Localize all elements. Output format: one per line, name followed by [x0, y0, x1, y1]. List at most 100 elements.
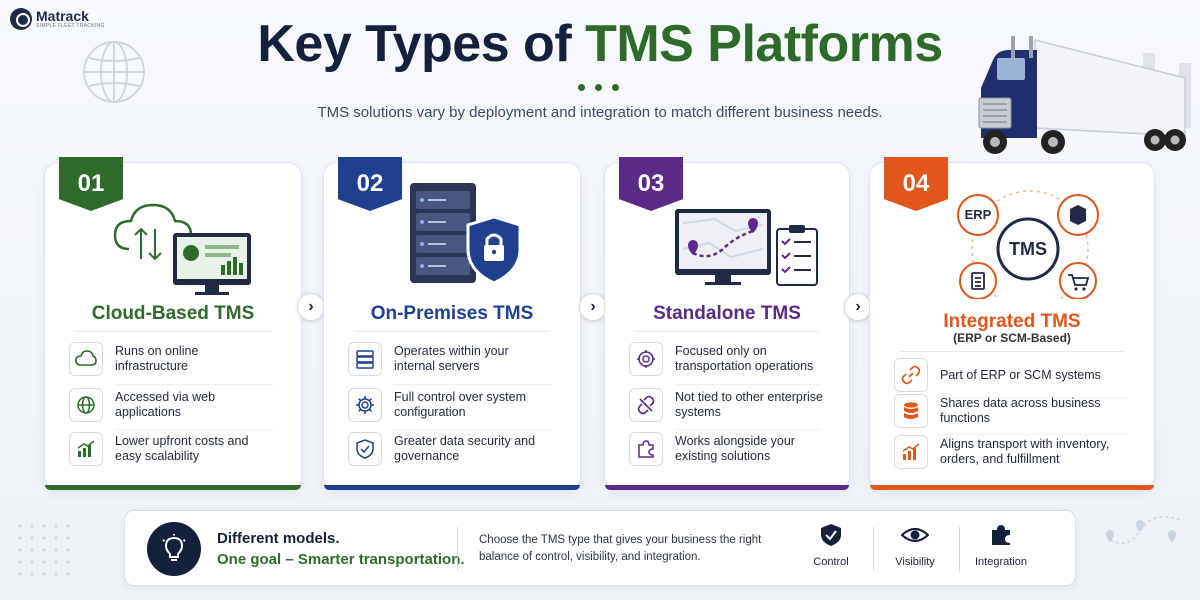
divider [394, 429, 552, 430]
page-title: Key Types of TMS Platforms [0, 14, 1200, 74]
next-arrow-button[interactable]: › [297, 293, 325, 321]
growth-chart-icon [894, 435, 928, 469]
shield-check-icon [821, 524, 841, 546]
database-icon [894, 394, 928, 428]
globe-icon [69, 388, 103, 422]
divider [940, 434, 1126, 435]
feature-text: Full control over system configuration [394, 390, 526, 419]
chevron-right-icon: › [308, 298, 314, 315]
divider [354, 331, 550, 332]
card-on-premises-tms[interactable]: 02 On-Premises TMS Operates within your … [323, 157, 581, 490]
card-number-badge: 02 [338, 157, 402, 211]
pillar-label: Integration [975, 556, 1027, 568]
tms-integration-diagram-icon [957, 190, 1099, 299]
brand-name: Matrack [36, 8, 89, 24]
next-arrow-button[interactable]: › [844, 293, 872, 321]
feature-text: Lower upfront costs and easy scalability [115, 434, 249, 463]
map-route-checklist-illustration-icon [675, 209, 818, 286]
card-title: Integrated TMS [943, 311, 1081, 332]
next-arrow-button[interactable]: › [579, 293, 607, 321]
chevron-right-icon: › [590, 298, 596, 315]
card-title: Standalone TMS [653, 303, 801, 324]
feature-item: Focused only on transportation operation… [629, 337, 833, 381]
dots-decoration [14, 520, 74, 580]
banner-message: Choose the TMS type that gives your busi… [479, 534, 762, 563]
pillar-control: Control [791, 523, 871, 568]
puzzle-icon [629, 432, 663, 466]
feature-text: Shares data across business functions [940, 396, 1101, 425]
divider [675, 429, 821, 430]
page-subtitle: TMS solutions vary by deployment and int… [317, 104, 883, 121]
pillar-visibility: Visibility [875, 523, 955, 568]
feature-item: Works alongside your existing solutions [629, 427, 833, 471]
brand-tagline: SIMPLE FLEET TRACKING [36, 23, 105, 29]
card-accent-bar [870, 485, 1154, 490]
lightbulb-icon [147, 522, 201, 576]
banner-headline-2: One goal – Smarter transportation. [217, 551, 465, 568]
card-title: Cloud-Based TMS [91, 303, 255, 324]
card-accent-bar [324, 485, 580, 490]
broken-link-icon [629, 388, 663, 422]
card-accent-bar [605, 485, 849, 490]
divider [635, 331, 819, 332]
feature-item: Operates within your internal servers [348, 337, 564, 381]
pillar-label: Visibility [895, 556, 935, 568]
server-icon [348, 342, 382, 376]
card-number-badge: 04 [884, 157, 948, 211]
feature-item: Runs on online infrastructure [69, 337, 285, 381]
card-cloud-based-tms[interactable]: 01 Cloud-Based TMS Runs on online infras… [44, 157, 302, 490]
pillar-label: Control [813, 556, 849, 568]
feature-text: Greater data security and governance [394, 434, 536, 463]
feature-item: Greater data security and governance [348, 427, 564, 471]
chevron-right-icon: › [855, 298, 861, 315]
eye-icon [900, 527, 930, 543]
puzzle-icon [992, 525, 1010, 545]
truck-illustration-icon [978, 36, 1191, 154]
feature-item: Full control over system configuration [348, 383, 564, 427]
feature-item: Not tied to other enterprise systems [629, 383, 833, 427]
cloud-computer-illustration-icon [113, 203, 251, 295]
divider [873, 527, 874, 571]
map-pin-decoration-icon [1106, 515, 1181, 545]
shield-check-icon [348, 432, 382, 466]
feature-text: Operates within your internal servers [394, 344, 509, 373]
growth-chart-icon [69, 432, 103, 466]
divider [940, 397, 1126, 398]
feature-text: Part of ERP or SCM systems [940, 367, 1101, 382]
feature-item: Shares data across business functions [894, 389, 1138, 433]
divider [115, 384, 273, 385]
card-number-badge: 03 [619, 157, 683, 211]
card-subtitle: (ERP or SCM-Based) [953, 331, 1071, 345]
pillar-integration: Integration [961, 523, 1041, 568]
card-standalone-tms[interactable]: 03 Standalone TMS Focused only on transp… [604, 157, 850, 490]
erp-node-label: ERP [964, 207, 992, 222]
divider [900, 351, 1124, 352]
feature-text: Works alongside your existing solutions [675, 434, 795, 463]
brand-logo[interactable]: Matrack SIMPLE FLEET TRACKING [10, 8, 105, 30]
feature-text: Runs on online infrastructure [115, 344, 199, 373]
feature-item: Lower upfront costs and easy scalability [69, 427, 285, 471]
divider [457, 527, 458, 571]
card-number-badge: 01 [59, 157, 123, 211]
feature-item: Aligns transport with inventory, orders,… [894, 430, 1138, 474]
gear-icon [348, 388, 382, 422]
divider [959, 527, 960, 571]
card-integrated-tms[interactable]: 04 ERP TMS Integrated TMS (ERP or SCM-Ba… [869, 157, 1155, 490]
logo-mark-icon [10, 8, 32, 30]
globe-decoration-icon [83, 41, 145, 103]
bottom-banner: Different models. One goal – Smarter tra… [124, 510, 1076, 586]
feature-text: Accessed via web applications [115, 390, 216, 419]
title-part-1: Key Types of [257, 15, 586, 73]
feature-text: Aligns transport with inventory, orders,… [940, 437, 1110, 466]
divider [115, 429, 273, 430]
card-title: On-Premises TMS [370, 303, 534, 324]
cloud-icon [69, 342, 103, 376]
server-lock-illustration-icon [410, 183, 522, 285]
feature-text: Focused only on transportation operation… [675, 344, 814, 373]
link-icon [894, 358, 928, 392]
feature-text: Not tied to other enterprise systems [675, 390, 823, 419]
target-icon [629, 342, 663, 376]
card-accent-bar [45, 485, 301, 490]
feature-item: Part of ERP or SCM systems [894, 353, 1138, 397]
divider [75, 331, 271, 332]
